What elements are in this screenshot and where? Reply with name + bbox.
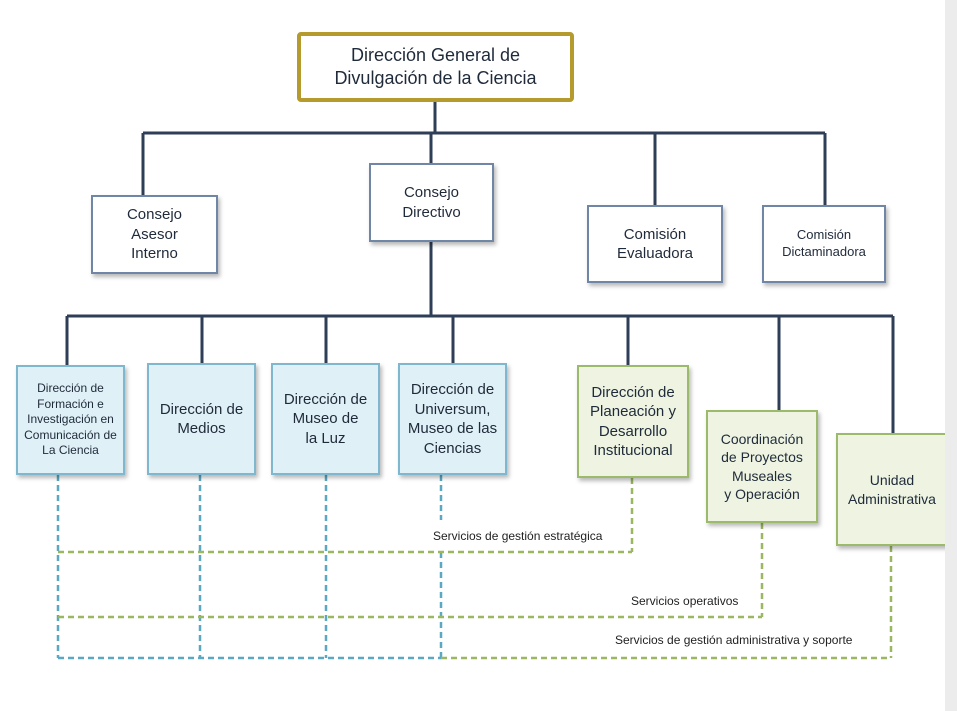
box-unidad-administrativa-label: Unidad Administrativa [848, 472, 936, 507]
box-consejo-asesor-label: Consejo Asesor Interno [126, 206, 183, 263]
box-comision-dictaminadora-label: Comisión Dictaminadora [782, 227, 866, 259]
label-servicios-gestion-administrativa: Servicios de gestión administrativa y so… [612, 633, 856, 647]
box-direccion-planeacion-label: Dirección de Planeación y Desarrollo Ins… [590, 383, 676, 460]
box-direccion-general: Dirección General de Divulgación de la C… [297, 32, 574, 102]
box-consejo-asesor: Consejo Asesor Interno [91, 195, 218, 274]
right-edge-strip [945, 0, 957, 711]
label-servicios-operativos: Servicios operativos [628, 594, 742, 608]
box-direccion-planeacion: Dirección de Planeación y Desarrollo Ins… [577, 365, 689, 478]
box-direccion-general-label: Dirección General de Divulgación de la C… [334, 44, 537, 88]
box-coordinacion-proyectos: Coordinación de Proyectos Museales y Ope… [706, 410, 818, 523]
label-servicios-gestion-estrategica: Servicios de gestión estratégica [430, 529, 606, 543]
box-consejo-directivo-label: Consejo Directivo [402, 184, 461, 221]
box-comision-evaluadora: Comisión Evaluadora [587, 205, 723, 283]
box-consejo-directivo: Consejo Directivo [369, 163, 494, 242]
box-direccion-universum: Dirección de Universum, Museo de las Cie… [398, 363, 507, 475]
box-direccion-museo-luz: Dirección de Museo de la Luz [271, 363, 380, 475]
box-coordinacion-proyectos-label: Coordinación de Proyectos Museales y Ope… [720, 431, 804, 502]
box-comision-dictaminadora: Comisión Dictaminadora [762, 205, 886, 283]
box-direccion-universum-label: Dirección de Universum, Museo de las Cie… [407, 381, 498, 457]
box-unidad-administrativa: Unidad Administrativa [836, 433, 948, 546]
box-direccion-medios-label: Dirección de Medios [159, 400, 244, 438]
box-direccion-medios: Dirección de Medios [147, 363, 256, 475]
box-comision-evaluadora-label: Comisión Evaluadora [617, 225, 693, 263]
box-direccion-formacion: Dirección de Formación e Investigación e… [16, 365, 125, 475]
box-direccion-museo-luz-label: Dirección de Museo de la Luz [283, 390, 368, 447]
box-direccion-formacion-label: Dirección de Formación e Investigación e… [24, 381, 117, 458]
